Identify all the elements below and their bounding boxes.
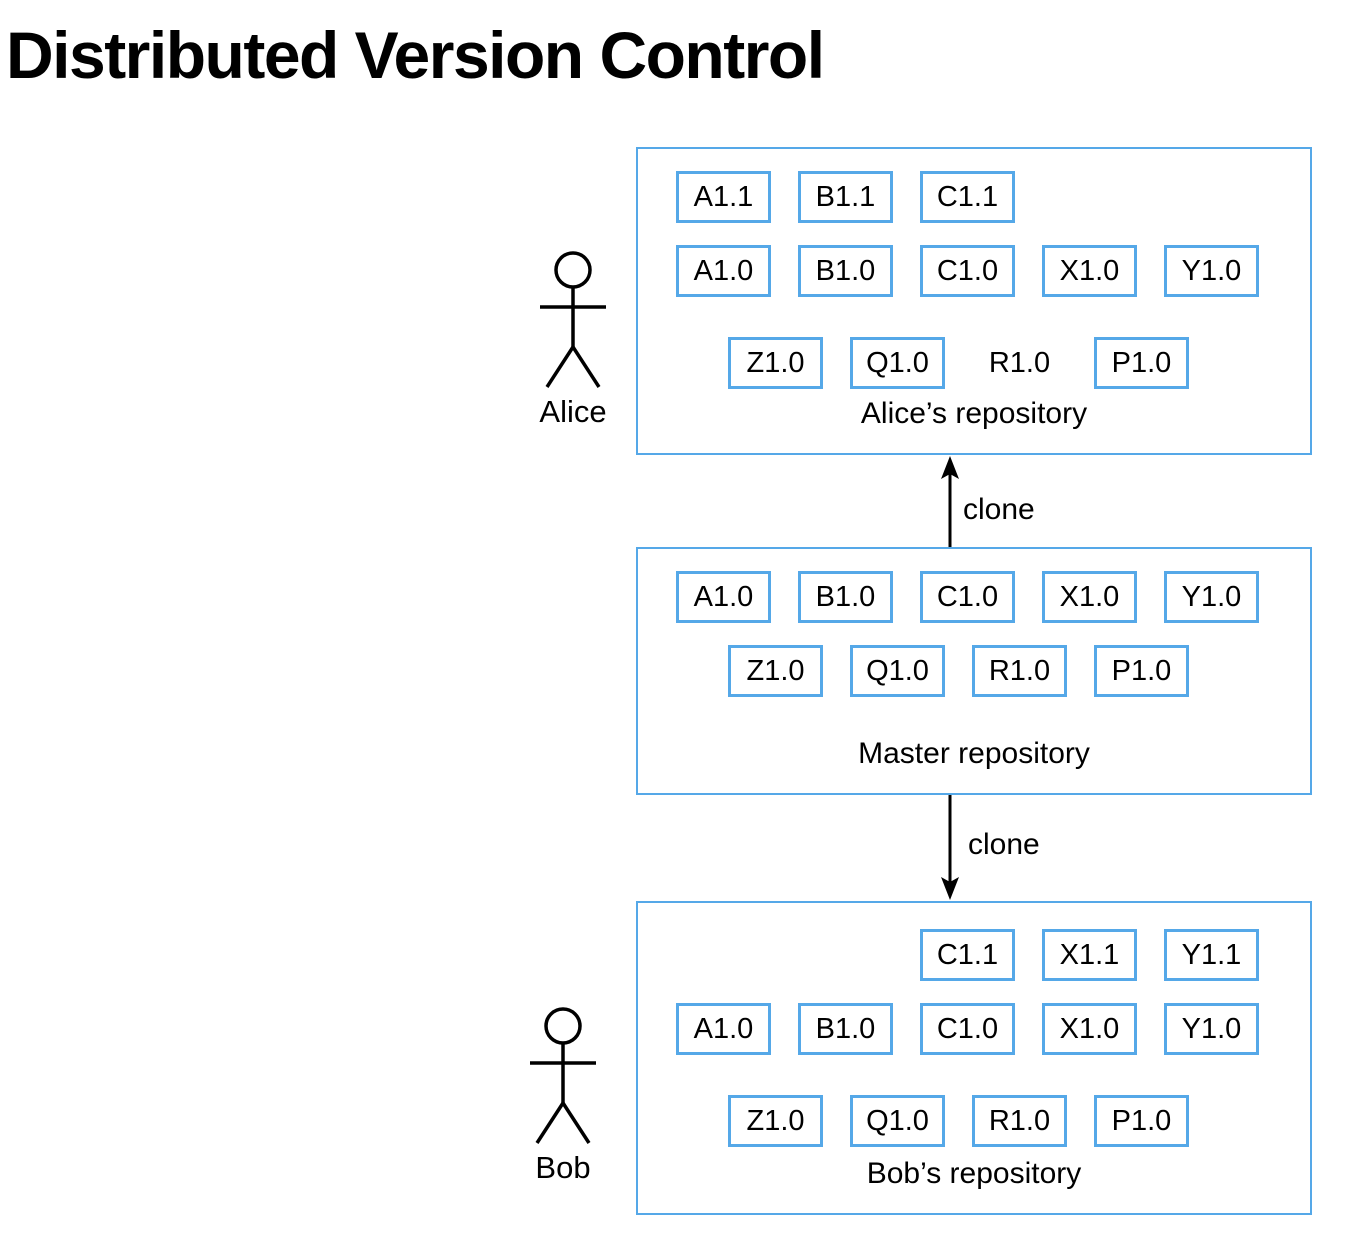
version-chip: P1.0 — [1094, 1095, 1189, 1147]
version-chip: B1.0 — [798, 245, 893, 297]
version-chip: Z1.0 — [728, 337, 823, 389]
actor-alice: Alice — [518, 250, 628, 430]
version-chip: X1.0 — [1042, 1003, 1137, 1055]
version-chip: A1.0 — [676, 245, 771, 297]
version-chip: P1.0 — [1094, 337, 1189, 389]
version-chip: Q1.0 — [850, 337, 945, 389]
version-chip: P1.0 — [1094, 645, 1189, 697]
arrow-up-icon — [941, 456, 959, 547]
version-chip: Y1.0 — [1164, 245, 1259, 297]
version-chip: R1.0 — [972, 645, 1067, 697]
version-chip: Z1.0 — [728, 1095, 823, 1147]
version-chip: X1.1 — [1042, 929, 1137, 981]
repository-alice-caption: Alice’s repository — [860, 397, 1088, 430]
actor-bob: Bob — [508, 1006, 618, 1186]
stick-figure-icon — [540, 251, 606, 388]
version-chip: B1.1 — [798, 171, 893, 223]
repository-master-caption: Master repository — [858, 737, 1090, 770]
version-chip: B1.0 — [798, 571, 893, 623]
version-chip: Q1.0 — [850, 1095, 945, 1147]
clone-arrow-master-to-bob — [928, 795, 972, 901]
page-title: Distributed Version Control — [6, 18, 825, 92]
version-chip: X1.0 — [1042, 245, 1137, 297]
version-chip: Y1.0 — [1164, 1003, 1259, 1055]
stick-figure-icon — [530, 1007, 596, 1144]
clone-arrow-master-to-alice — [928, 455, 972, 547]
version-chip: C1.0 — [920, 1003, 1015, 1055]
clone-arrow-master-to-bob-label: clone — [968, 828, 1040, 861]
version-chip: C1.0 — [920, 571, 1015, 623]
version-chip: B1.0 — [798, 1003, 893, 1055]
version-chip: C1.1 — [920, 171, 1015, 223]
clone-arrow-master-to-alice-label: clone — [963, 493, 1035, 526]
version-chip: Y1.1 — [1164, 929, 1259, 981]
version-chip: Q1.0 — [850, 645, 945, 697]
version-chip: R1.0 — [988, 347, 1051, 379]
actor-bob-label: Bob — [535, 1150, 591, 1185]
arrow-down-icon — [941, 795, 959, 900]
version-chip: X1.0 — [1042, 571, 1137, 623]
version-chip: R1.0 — [972, 1095, 1067, 1147]
version-chip: A1.1 — [676, 171, 771, 223]
version-chip: C1.1 — [920, 929, 1015, 981]
version-chip: A1.0 — [676, 1003, 771, 1055]
version-chip: C1.0 — [920, 245, 1015, 297]
version-chip: Y1.0 — [1164, 571, 1259, 623]
repository-bob-caption: Bob’s repository — [866, 1157, 1082, 1190]
version-chip: Z1.0 — [728, 645, 823, 697]
actor-alice-label: Alice — [539, 394, 607, 429]
version-chip: A1.0 — [676, 571, 771, 623]
